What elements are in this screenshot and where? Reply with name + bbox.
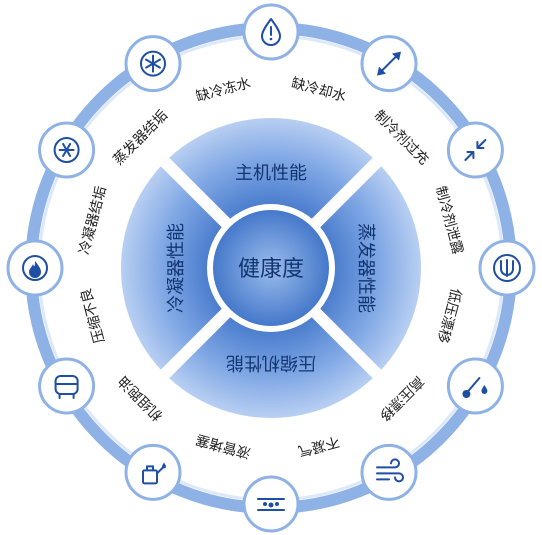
quadrant-label-top: 主机性能 — [235, 163, 307, 184]
condenser-fire-icon — [6, 239, 64, 297]
quadrant-label-left: 冷凝器性能 — [166, 223, 187, 313]
inward-arrows-icon — [446, 121, 504, 179]
icon-badges — [6, 3, 536, 533]
ring-label: 缺冷却水 — [290, 75, 348, 105]
ring-label: 液管堵塞 — [194, 431, 252, 462]
ring-label: 低压漂移 — [434, 287, 464, 345]
ring-label: 压缩不良 — [78, 287, 108, 345]
wind-icon — [360, 443, 418, 501]
double-arrow-icon — [360, 35, 418, 93]
compressor-icon — [38, 357, 96, 415]
thermometer-drop-icon — [446, 357, 504, 415]
ring-label: 蒸发器结垢 — [110, 107, 171, 168]
ring-label: 机组跑油 — [115, 373, 166, 424]
snowflake-cooler-icon — [124, 35, 182, 93]
center-label: 健康度 — [238, 257, 304, 282]
ring-label: 高压漂移 — [376, 373, 428, 425]
ring-label: 制冷剂泄露 — [432, 184, 466, 256]
center-core — [213, 210, 329, 326]
oil-can-icon — [124, 443, 182, 501]
pipe-blockage-icon — [242, 475, 300, 533]
ring-label: 缺冷冻水 — [194, 74, 252, 105]
ring-label: 冷凝器结垢 — [76, 184, 110, 256]
quadrant-label-right: 蒸发器性能 — [355, 223, 376, 313]
quadrant-label-bottom: 压缩机性能 — [226, 352, 316, 373]
pressure-drop-icon — [478, 239, 536, 297]
water-drop-warning-icon — [242, 3, 300, 61]
ring-label: 制冷剂过充 — [371, 107, 432, 168]
ring-label: 不凝气 — [296, 433, 341, 459]
evaporator-fan-icon — [38, 121, 96, 179]
